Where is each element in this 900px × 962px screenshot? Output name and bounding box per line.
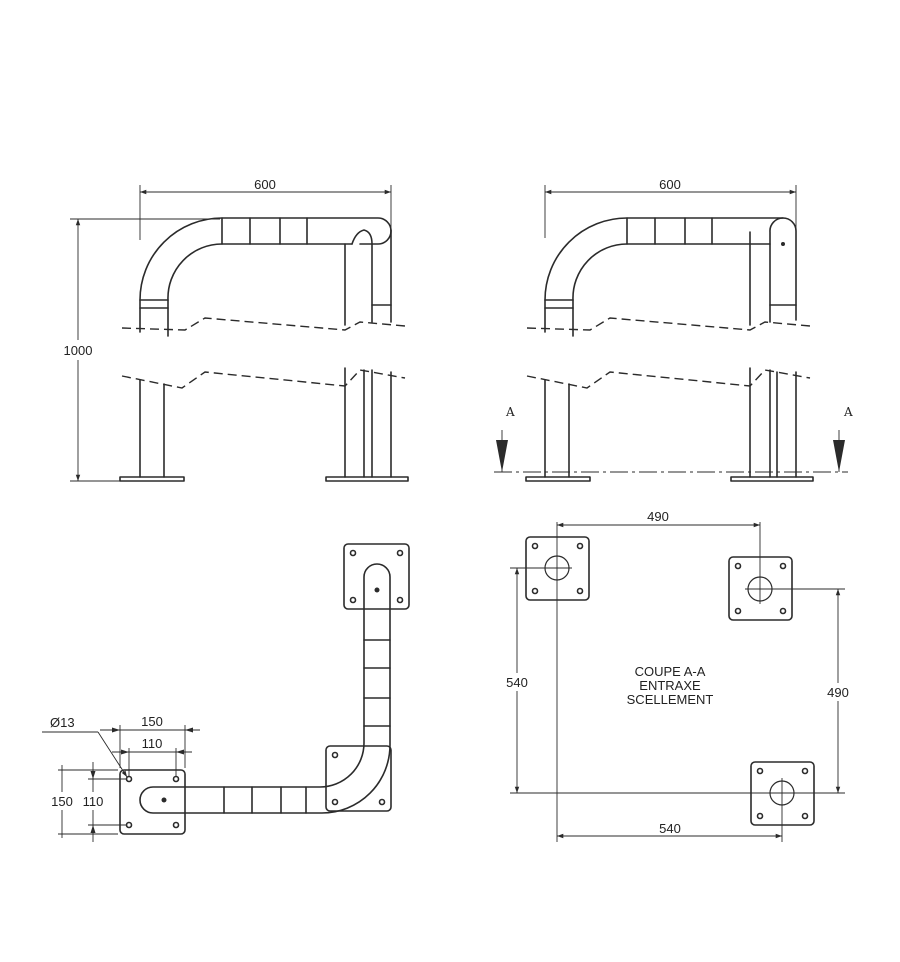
plan-fixing-point [374, 587, 380, 593]
hole-leader-arrow [97, 731, 128, 778]
plan-dim-tick [121, 749, 129, 755]
side-break-line-lower [526, 369, 811, 389]
side-base-plate-left [525, 476, 591, 482]
section-plate-bottom-right [750, 761, 815, 826]
plan-view: Ø13 150 110 150 110 [42, 543, 410, 842]
plan-anchor-hole [125, 775, 133, 783]
plan-inner-width-label: 110 [142, 736, 163, 751]
plan-base-plate-corner [325, 745, 392, 812]
plan-anchor-hole [172, 821, 180, 829]
side-break-line-upper [526, 317, 811, 331]
side-base-plate-right [730, 476, 814, 482]
section-mark-right: A [843, 405, 853, 419]
side-width-label: 600 [659, 177, 681, 192]
section-left-label: 540 [506, 675, 528, 690]
section-anchor-hole [734, 607, 742, 615]
plan-outer-width-label: 150 [141, 714, 163, 729]
plan-anchor-hole [396, 596, 404, 604]
section-top-label: 490 [647, 509, 669, 524]
plan-anchor-hole [331, 751, 339, 759]
plan-anchor-hole [172, 775, 180, 783]
side-tube-inner [572, 217, 784, 337]
section-view: 490 540 490 540 COUPE A-A ENTRAXE SCELLE… [500, 509, 855, 842]
section-anchor-hole [779, 607, 787, 615]
plan-anchor-hole [349, 549, 357, 557]
section-anchor-hole [576, 587, 584, 595]
plan-anchor-hole [349, 596, 357, 604]
plan-base-plate-top [343, 543, 410, 610]
section-plate-top-left [525, 536, 590, 601]
plan-anchor-hole [125, 821, 133, 829]
front-break-line-upper [121, 317, 406, 331]
front-height-label-bg [58, 340, 98, 360]
section-label-bg [821, 683, 855, 701]
section-anchor-hole [576, 542, 584, 550]
section-mark-left: A [505, 405, 515, 419]
plan-dim-tick [112, 727, 120, 733]
section-anchor-hole [734, 562, 742, 570]
plan-label-bg [78, 792, 108, 810]
plan-outer-height-label: 150 [51, 794, 73, 809]
front-base-plate-left [119, 476, 185, 482]
front-width-label: 600 [254, 177, 276, 192]
section-anchor-hole [756, 767, 764, 775]
section-arrow-left-head [496, 440, 508, 472]
front-height-label: 1000 [64, 343, 93, 358]
section-anchor-hole [531, 542, 539, 550]
section-right-label: 490 [827, 685, 849, 700]
plan-anchor-hole [396, 549, 404, 557]
plan-tube [139, 563, 391, 814]
section-anchor-hole [779, 562, 787, 570]
front-view: 600 1000 [58, 177, 409, 482]
section-label-bg [500, 673, 534, 691]
plan-inner-height-label: 110 [83, 794, 104, 809]
plan-anchor-hole [331, 798, 339, 806]
section-title-line-1: COUPE A-A [635, 664, 706, 679]
plan-dim-tick [185, 727, 193, 733]
side-tube-outer [544, 217, 797, 333]
section-arrow-right-head [833, 440, 845, 472]
plan-dim-tick [90, 771, 96, 779]
side-view: 600 A A [494, 177, 853, 482]
hole-diameter-label: Ø13 [50, 715, 75, 730]
plan-anchor-hole [378, 798, 386, 806]
section-plate-top-right [728, 556, 793, 621]
plan-dim-tick [176, 749, 184, 755]
plan-label-bg [48, 792, 76, 810]
section-bottom-label: 540 [659, 821, 681, 836]
front-base-plate-right [325, 476, 409, 482]
plan-fixing-point [161, 797, 167, 803]
plan-base-plate-left [119, 769, 186, 835]
plan-dim-tick [90, 825, 96, 833]
section-anchor-hole [801, 812, 809, 820]
section-anchor-hole [756, 812, 764, 820]
front-tube-outer [139, 217, 392, 333]
section-anchor-hole [531, 587, 539, 595]
section-title-line-3: SCELLEMENT [627, 692, 714, 707]
section-anchor-hole [801, 767, 809, 775]
front-corner-cap [351, 229, 373, 245]
front-tube-inner [167, 243, 353, 337]
side-fixing-point [781, 242, 785, 246]
section-title-line-2: ENTRAXE [639, 678, 701, 693]
front-break-line-lower [121, 369, 406, 389]
